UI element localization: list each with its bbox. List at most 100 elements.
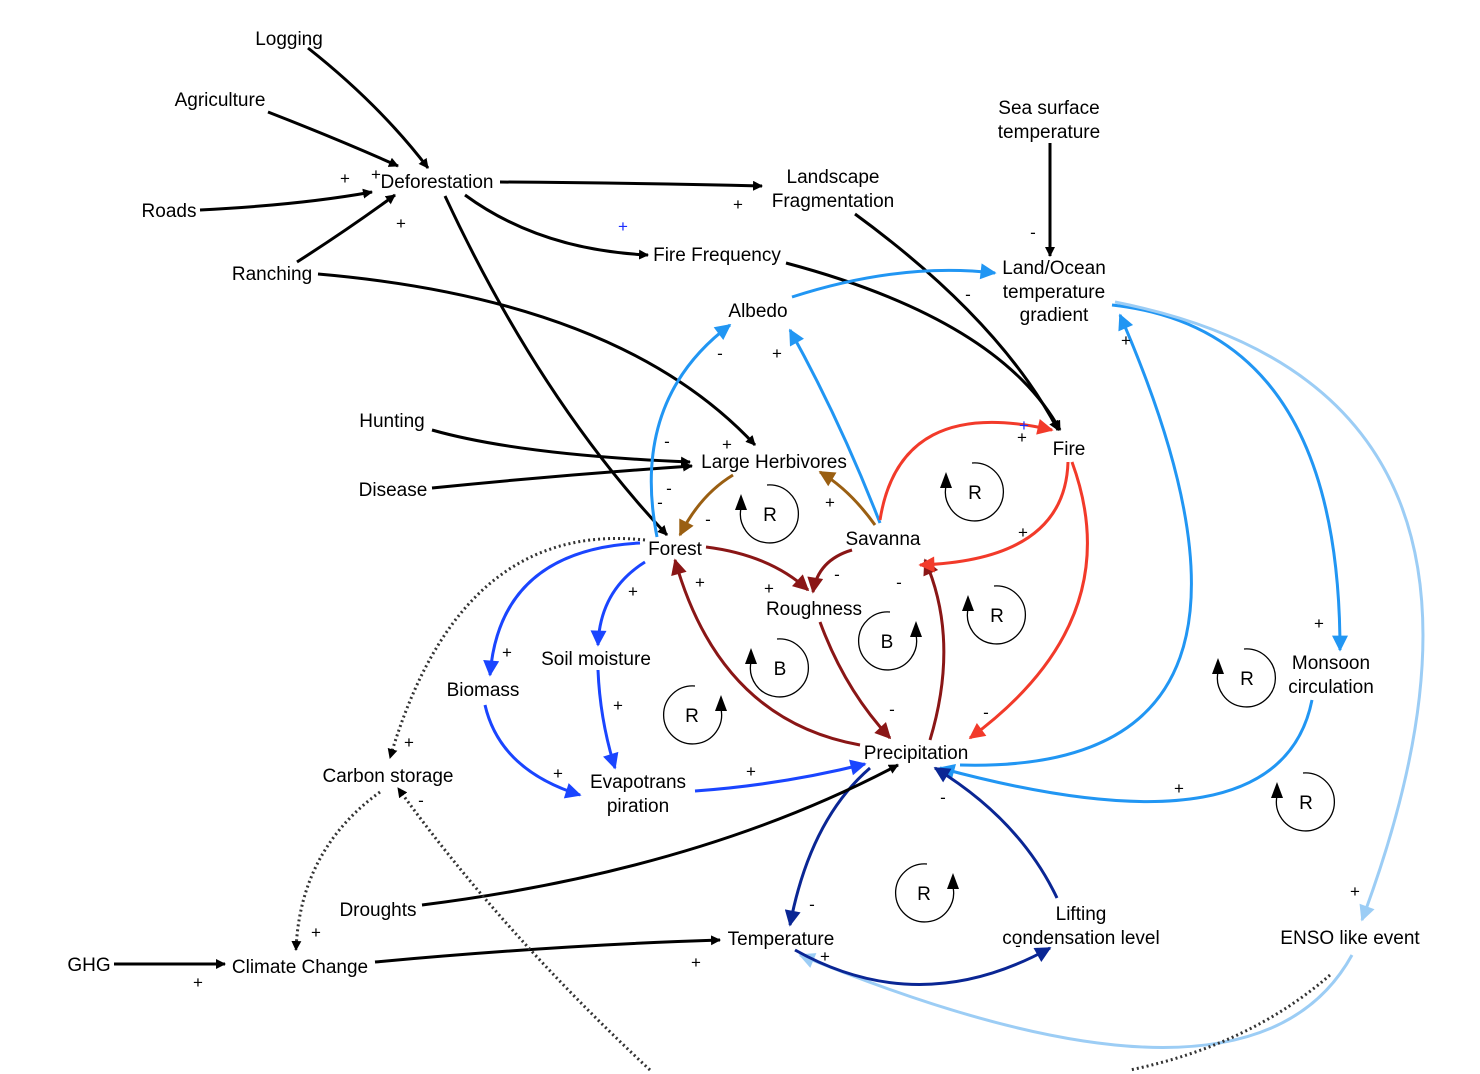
sign-albedo-forest-minus: -: [717, 344, 723, 363]
sign-fire-precip-minus: -: [983, 703, 989, 722]
edge-firefreq-fire: [785, 261, 1062, 431]
edge-deforestation-firefreq: [464, 193, 649, 260]
edge-deforestation-fragmentation: [499, 180, 763, 191]
edge-forest-soil: [590, 560, 646, 647]
sign-enso-plus: +: [1350, 882, 1360, 901]
node-agriculture: Agriculture: [175, 90, 266, 111]
node-ghg: GHG: [67, 955, 110, 976]
edge-hunting-herbivores: [431, 428, 691, 467]
edge-savanna-fire: [878, 418, 1054, 521]
edge-forest-roughness: [705, 545, 810, 592]
sign-climate-plus: +: [311, 923, 321, 942]
node-large-herbivores: Large Herbivores: [701, 452, 847, 473]
sign-rough-precip-minus: -: [889, 700, 895, 719]
edge-albedo-gradient: [791, 263, 997, 299]
edge-ranching-herbivores: [317, 272, 757, 447]
node-evapotranspiration-line2: piration: [607, 796, 669, 817]
loop-r-fire-letter: R: [968, 483, 982, 504]
node-carbon-storage: Carbon storage: [323, 766, 454, 787]
edge-precip-forest: [671, 558, 861, 747]
node-fire: Fire: [1053, 439, 1086, 460]
edge-forest-albedo: [649, 323, 732, 538]
sign-climate-temp-plus: +: [691, 953, 701, 972]
sign-agriculture-plus: +: [371, 165, 381, 184]
edge-herbivores-forest: [678, 473, 734, 537]
sign-ranching-plus: +: [396, 214, 406, 233]
edge-precip-savanna: [923, 558, 946, 741]
edge-disease-herbivores: [431, 461, 693, 490]
loop-r-evap: R: [662, 685, 727, 745]
loop-r-herbivores-letter: R: [763, 505, 777, 526]
loop-r-savanna: R: [962, 585, 1027, 645]
edge-lifting-precip: [933, 766, 1059, 899]
node-droughts: Droughts: [339, 900, 416, 921]
sign-fire-savanna-plus: +: [1018, 523, 1028, 542]
sign-lifting-minus: -: [1015, 936, 1021, 955]
edge-deforestation-forest: [443, 195, 669, 537]
loop-r-evap-letter: R: [685, 706, 699, 727]
sign-soil-evap-plus: +: [613, 696, 623, 715]
edge-enso-temperature: [798, 953, 1354, 1049]
edge-fire-savanna: [918, 461, 1070, 573]
node-precipitation: Precipitation: [864, 743, 969, 764]
sign-firefreq-plus: +: [618, 217, 628, 236]
node-disease: Disease: [359, 480, 428, 501]
loop-b-roughness: B: [857, 611, 922, 671]
node-savanna: Savanna: [845, 529, 920, 550]
edge-roads-deforestation: [199, 188, 373, 212]
edge-gradient-enso: [1114, 300, 1425, 922]
edge-droughts-precip: [421, 763, 899, 907]
sign-biomass-evap-plus: +: [553, 764, 563, 783]
edge-fire-precip: [968, 461, 1089, 740]
sign-forest-albedo-minus: -: [657, 493, 663, 512]
edge-monsoon-precip: [938, 699, 1314, 804]
loop-r-savanna-letter: R: [990, 606, 1004, 627]
sign-sst-minus: -: [1030, 223, 1036, 242]
sign-forest-rough-plus: +: [764, 579, 774, 598]
loop-b-roughness-letter: B: [881, 632, 894, 653]
sign-precip-minus: -: [940, 788, 946, 807]
edge-precip-temperature: [784, 766, 871, 927]
node-monsoon-line2: circulation: [1288, 677, 1374, 698]
labels-layer: Logging Agriculture Deforestation Roads …: [67, 29, 1420, 992]
loop-r-enso-letter: R: [1299, 793, 1313, 814]
node-monsoon-line1: Monsoon: [1292, 653, 1370, 674]
node-enso: ENSO like event: [1280, 928, 1420, 949]
loop-b-forest: B: [745, 638, 810, 698]
node-evapotranspiration-line1: Evapotrans: [590, 772, 686, 793]
sign-fire-blue-plus: +: [1019, 416, 1029, 435]
edge-savanna-roughness: [807, 548, 853, 594]
sign-biomass-plus: +: [502, 643, 512, 662]
sign-roads-plus: +: [340, 169, 350, 188]
sign-savanna-rough-minus: -: [834, 565, 840, 584]
sign-fragmentation-plus: +: [733, 195, 743, 214]
node-roughness: Roughness: [766, 599, 862, 620]
loop-r-fire: R: [940, 462, 1005, 522]
sign-temp-lifting-plus: +: [820, 947, 830, 966]
loop-markers-layer: R R B R B R R R R: [662, 462, 1336, 923]
node-logging: Logging: [255, 29, 323, 50]
sign-fire-plus: +: [1017, 428, 1027, 447]
edge-savanna-albedo: [788, 328, 882, 524]
edge-precip-gradient: [959, 313, 1193, 767]
edge-bottom-carbon: [396, 787, 652, 1072]
edge-carbon-climate: [291, 790, 381, 951]
node-gradient-line1: Land/Ocean: [1002, 258, 1106, 279]
loop-r-monsoon-letter: R: [1240, 669, 1254, 690]
edge-gradient-monsoon: [1111, 303, 1348, 652]
sign-albedo-savanna-plus: +: [772, 344, 782, 363]
node-gradient-line3: gradient: [1020, 305, 1089, 326]
sign-frag-fire-minus: -: [965, 285, 971, 304]
sign-precip-savanna-minus: -: [896, 573, 902, 592]
sign-monsoon-precip-plus: +: [1174, 779, 1184, 798]
edge-temperature-lifting: [794, 946, 1052, 986]
node-hunting: Hunting: [359, 411, 425, 432]
edge-savanna-herbivores: [818, 470, 877, 526]
sign-precip-temp-minus: -: [809, 895, 815, 914]
node-landscape-line1: Landscape: [787, 167, 880, 188]
loop-b-forest-letter: B: [774, 659, 787, 680]
loop-r-temperature: R: [894, 863, 959, 923]
edge-ranching-deforestation: [296, 193, 396, 264]
loop-r-temperature-letter: R: [917, 884, 931, 905]
